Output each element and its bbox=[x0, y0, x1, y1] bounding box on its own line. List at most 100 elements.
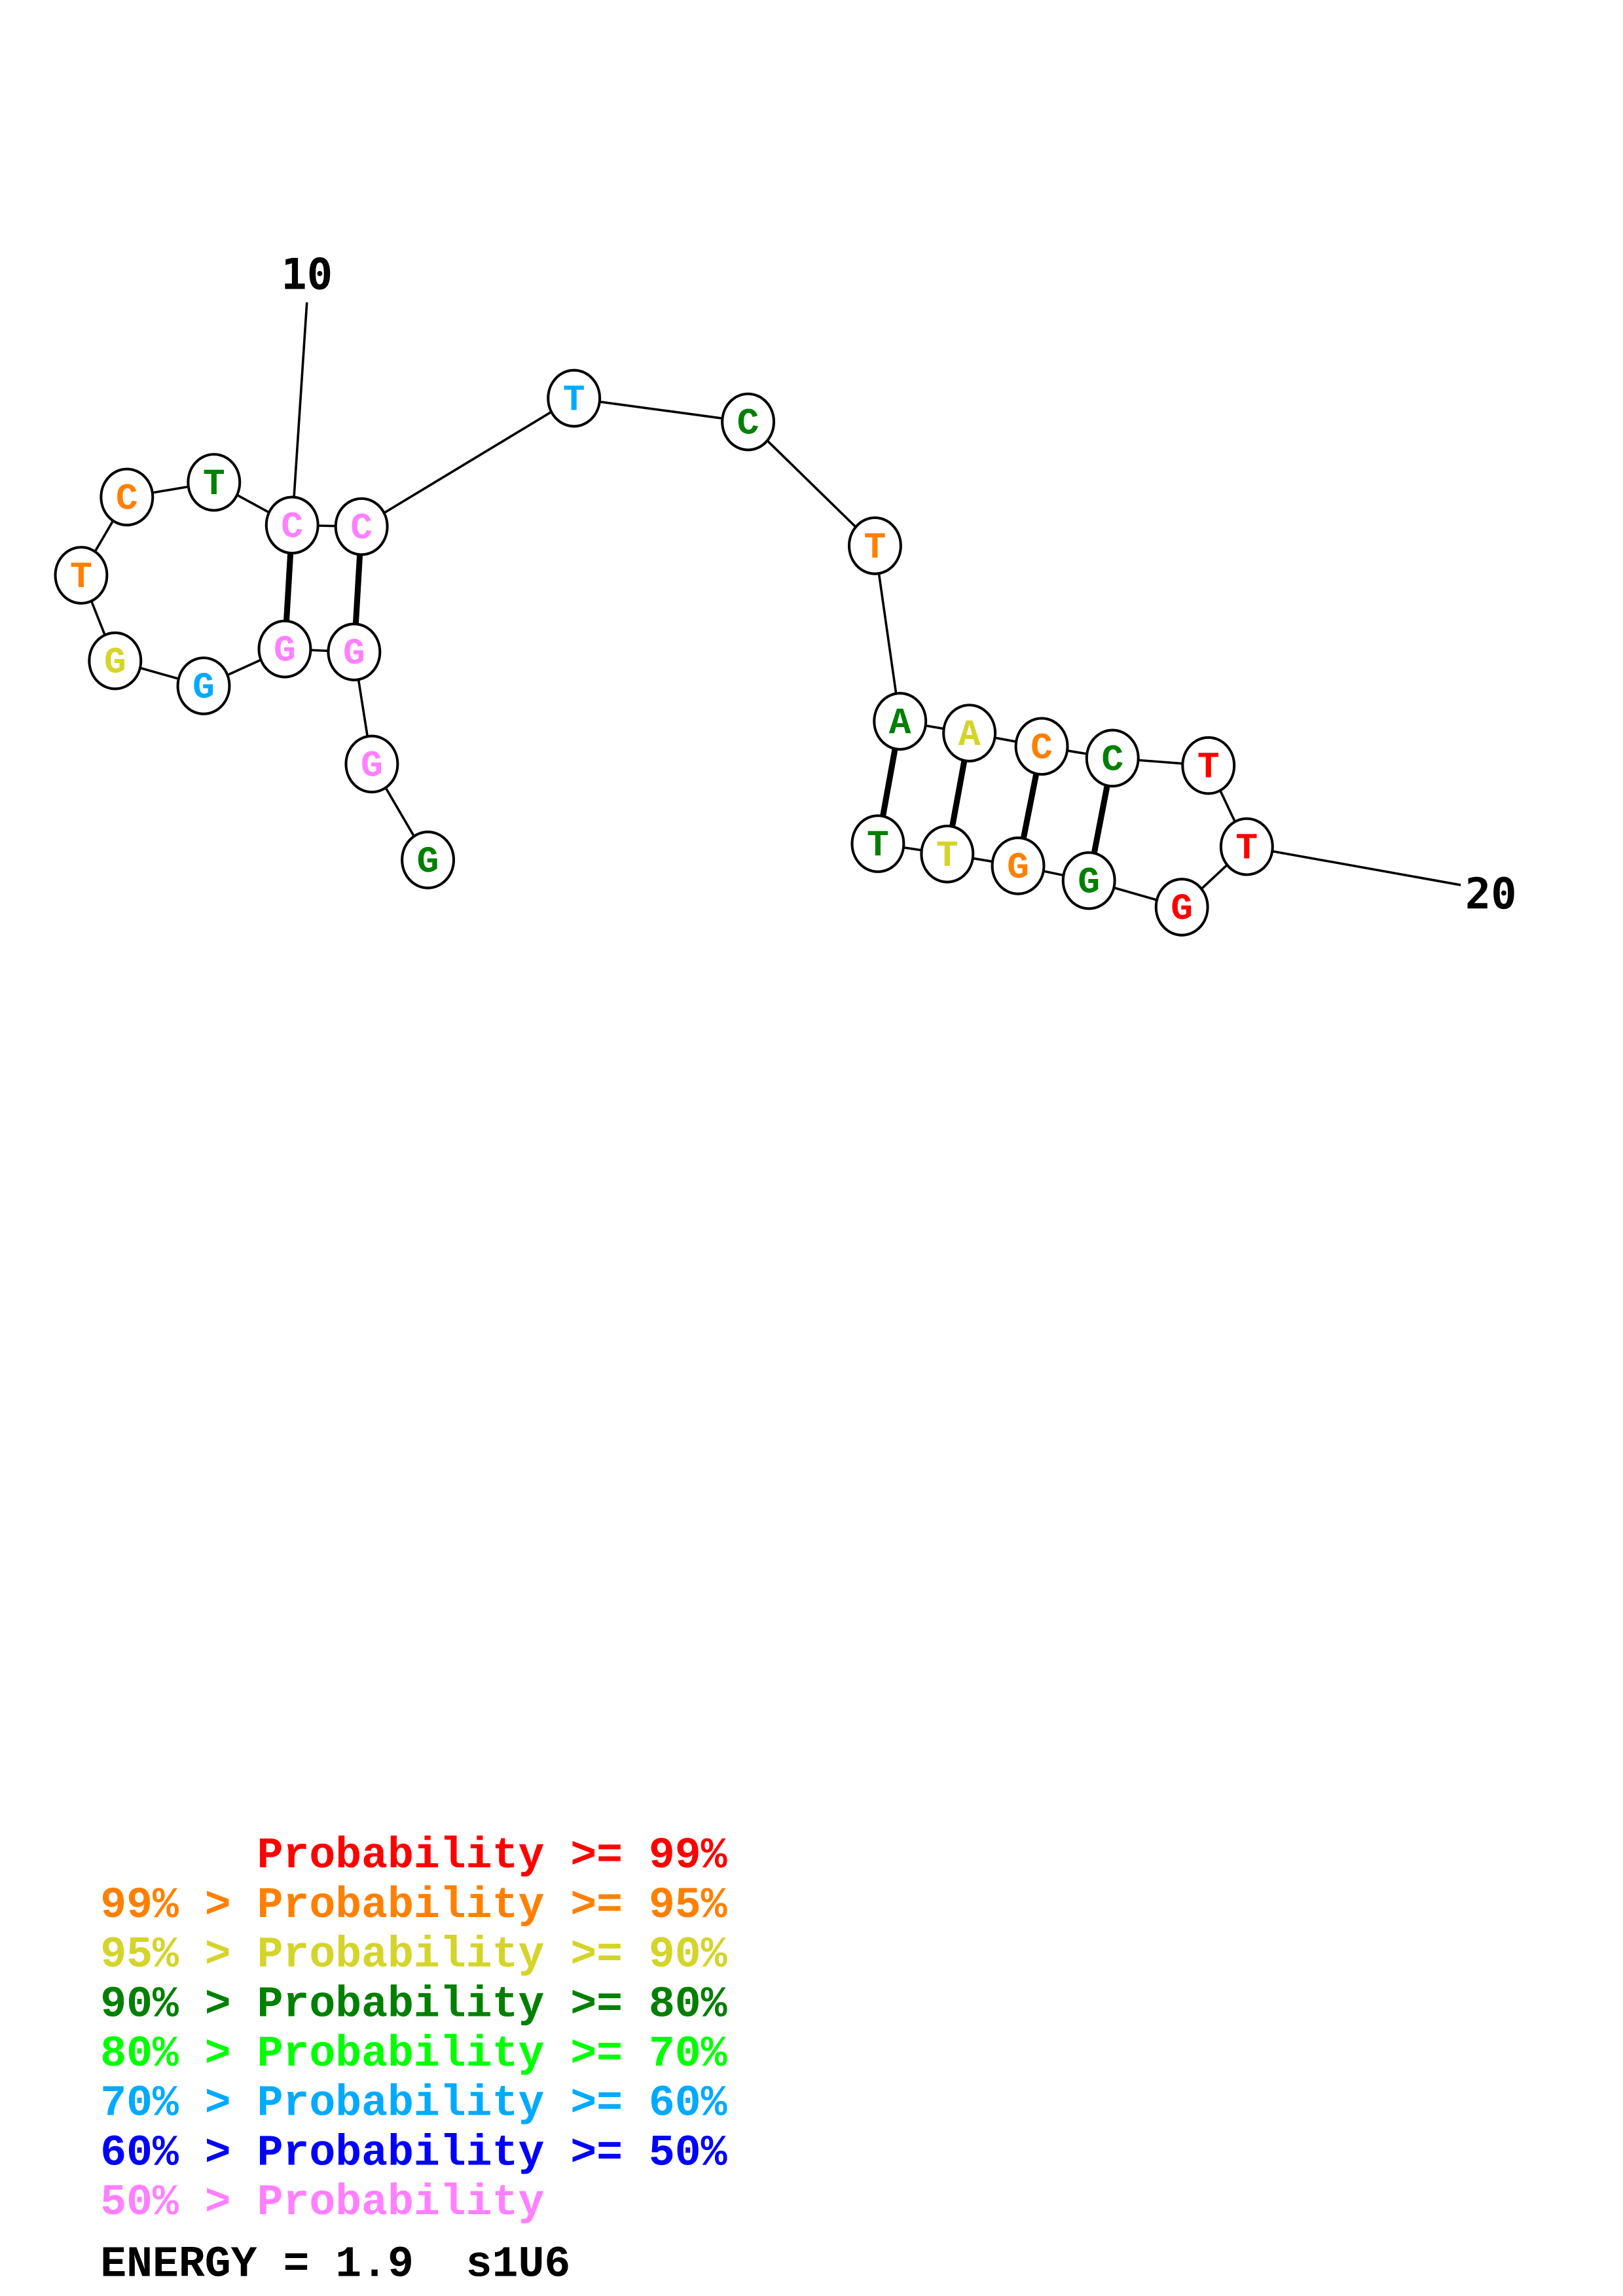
nucleotide-letter: G bbox=[274, 630, 296, 672]
backbone-segment bbox=[747, 421, 876, 547]
legend-entry-prefix: 99% > bbox=[100, 1881, 257, 1930]
nucleotide: G bbox=[991, 836, 1046, 895]
nucleotide-letter: G bbox=[192, 667, 215, 709]
nucleotide: G bbox=[257, 619, 312, 679]
nucleotide: C bbox=[264, 495, 319, 555]
nucleotide-letter: T bbox=[1197, 747, 1220, 789]
nucleotide-letter: C bbox=[737, 403, 759, 445]
nucleotide-circle bbox=[334, 497, 389, 556]
nucleotide: T bbox=[547, 368, 602, 428]
backbone-segment bbox=[361, 397, 575, 528]
nucleotide-letter: T bbox=[867, 825, 889, 867]
nucleotide: G bbox=[1061, 851, 1116, 910]
nucleotide-circle bbox=[1085, 728, 1140, 788]
nucleotide-circle bbox=[847, 516, 902, 575]
nucleotide-letter: C bbox=[281, 506, 303, 548]
nucleotide-letter: A bbox=[889, 702, 911, 744]
legend-entry-label: Probability >= 90% bbox=[257, 1931, 727, 1980]
legend-entry-prefix: 90% > bbox=[100, 1980, 257, 2029]
nucleotide-circle bbox=[88, 631, 143, 691]
nucleotide-circle bbox=[1154, 878, 1209, 937]
nucleotide-letter: T bbox=[864, 527, 886, 569]
legend-entry-label: Probability >= 80% bbox=[257, 1980, 727, 2029]
nucleotide-circle bbox=[547, 368, 602, 428]
nucleotide-circle bbox=[721, 392, 776, 452]
backbone-segment bbox=[574, 397, 748, 423]
energy-label: ENERGY = 1.9 s1U6 bbox=[100, 2240, 570, 2289]
nucleotide-circle bbox=[257, 619, 312, 679]
nucleotide: A bbox=[942, 704, 997, 762]
nucleotide-circle bbox=[187, 453, 242, 512]
nucleotide-letter: G bbox=[343, 633, 365, 675]
legend-entry-label: Probability bbox=[257, 2178, 545, 2227]
nucleotide: G bbox=[88, 631, 143, 691]
backbone-segment bbox=[873, 545, 902, 722]
nucleotide-circle bbox=[920, 825, 975, 884]
nucleotide-circle bbox=[264, 495, 319, 555]
nucleotide-letter: C bbox=[116, 478, 138, 520]
nucleotide: T bbox=[187, 453, 242, 512]
position-label: 20 bbox=[1465, 869, 1517, 919]
legend-entry-label: Probability >= 95% bbox=[257, 1881, 727, 1930]
legend-entry: 70% > Probability >= 60% bbox=[100, 2079, 727, 2128]
nucleotide: C bbox=[1014, 717, 1069, 776]
nucleotide-letter: C bbox=[350, 508, 373, 550]
nucleotide-letter: G bbox=[361, 745, 383, 787]
nucleotide-letter: G bbox=[417, 841, 439, 883]
nucleotide: G bbox=[176, 656, 231, 715]
nucleotide: G bbox=[1154, 878, 1209, 937]
legend-entry: 50% > Probability bbox=[100, 2178, 544, 2227]
legend-entry: 80% > Probability >= 70% bbox=[100, 2030, 727, 2079]
nucleotide-circle bbox=[401, 831, 456, 889]
nucleotide-circle bbox=[54, 546, 109, 605]
nucleotide: C bbox=[1085, 728, 1140, 788]
nucleotide: G bbox=[401, 831, 456, 889]
nucleotide-circle bbox=[991, 836, 1046, 895]
nucleotide: A bbox=[873, 692, 928, 751]
legend-entry-label: Probability >= 70% bbox=[257, 2030, 727, 2079]
nucleotide: C bbox=[334, 497, 389, 556]
nucleotide-letter: G bbox=[1078, 861, 1100, 903]
nucleotide-letter: A bbox=[958, 714, 981, 756]
nucleotide-letter: T bbox=[70, 556, 92, 598]
nucleotide-circle bbox=[344, 734, 399, 794]
nucleotide-letter: C bbox=[1030, 727, 1053, 769]
nucleotide-circle bbox=[1061, 851, 1116, 910]
legend-entry-prefix: 60% > bbox=[100, 2128, 257, 2178]
nucleotide: T bbox=[1219, 817, 1274, 876]
position-label-tick bbox=[291, 302, 308, 526]
legend-entry-label: Probability >= 99% bbox=[257, 1831, 727, 1880]
legend-entry-prefix: 70% > bbox=[100, 2079, 257, 2128]
legend-entry: 90% > Probability >= 80% bbox=[100, 1980, 727, 2029]
nucleotide-letter: C bbox=[1101, 739, 1123, 781]
backbone-lines bbox=[80, 397, 1248, 908]
legend-entry: 95% > Probability >= 90% bbox=[100, 1931, 727, 1980]
nucleotide: T bbox=[920, 825, 975, 884]
nucleotide-circle bbox=[942, 704, 997, 762]
nucleotide-letter: T bbox=[936, 835, 958, 877]
legend-entry: 99% > Probability >= 95% bbox=[100, 1881, 727, 1930]
nucleotide-circle bbox=[873, 692, 928, 751]
nucleotide-letter: G bbox=[1171, 888, 1193, 930]
legend-entry: 60% > Probability >= 50% bbox=[100, 2128, 727, 2178]
nucleotide: C bbox=[100, 467, 155, 527]
nucleotide-letter: T bbox=[1235, 828, 1258, 870]
legend-entry-prefix: 80% > bbox=[100, 2030, 257, 2079]
legend-entry-prefix: 95% > bbox=[100, 1931, 257, 1980]
nucleotide-letter: G bbox=[1007, 847, 1029, 889]
position-labels: 10 20 bbox=[281, 250, 1516, 920]
nucleotide: T bbox=[1181, 736, 1236, 795]
nucleotide-circle bbox=[1219, 817, 1274, 876]
nucleotide: T bbox=[847, 516, 902, 575]
nucleotide: G bbox=[327, 622, 382, 681]
nucleotide: G bbox=[344, 734, 399, 794]
legend-entry-label: Probability >= 60% bbox=[257, 2079, 727, 2128]
legend-entry: Probability >= 99% bbox=[257, 1831, 727, 1880]
legend-entry-prefix: 50% > bbox=[100, 2178, 257, 2227]
nucleotide-letter: T bbox=[563, 380, 585, 422]
position-label: 10 bbox=[281, 250, 333, 300]
nucleotide-circle bbox=[1014, 717, 1069, 776]
legend-entry-label: Probability >= 50% bbox=[257, 2128, 727, 2178]
